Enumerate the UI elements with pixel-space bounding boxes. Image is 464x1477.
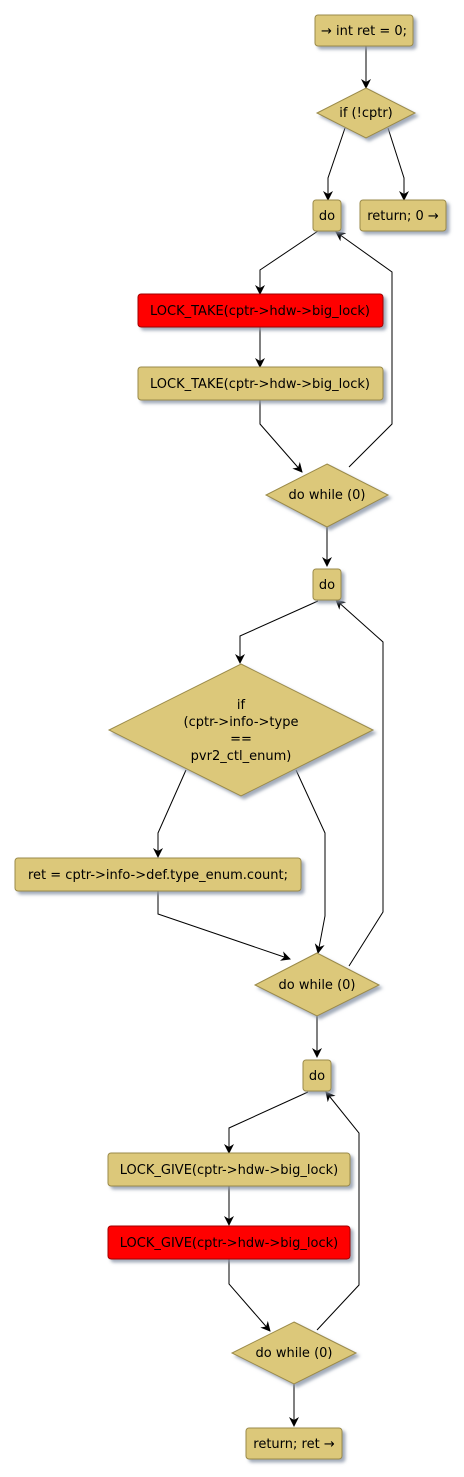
node-if-cptr-label: if (!cptr) [339, 106, 393, 121]
edge-iftype-to-dowhile2 [295, 769, 326, 954]
node-do-while-1-label: do while (0) [289, 488, 366, 503]
node-do-while-2-label: do while (0) [279, 978, 356, 993]
node-do-1-label: do [319, 209, 335, 224]
node-if-type-line4: pvr2_ctl_enum) [191, 749, 292, 764]
node-do-while-3-label: do while (0) [256, 1346, 333, 1361]
node-do-while-3: do while (0) [230, 1321, 358, 1385]
node-ret-assign-label: ret = cptr->info->def.type_enum.count; [28, 868, 288, 883]
node-lock-give-red-label: LOCK_GIVE(cptr->hdw->big_lock) [120, 1236, 338, 1251]
edge-dowhile3-loop-to-do3 [316, 1091, 360, 1331]
node-do-while-1: do while (0) [264, 463, 390, 528]
node-return-0: return; 0 → [359, 199, 447, 232]
node-do-1: do [312, 199, 342, 232]
node-return-0-label: return; 0 → [367, 209, 439, 224]
node-start: → int ret = 0; [314, 14, 414, 47]
edge-dowhile1-loop-to-do1 [335, 231, 393, 468]
node-lock-take-label: LOCK_TAKE(cptr->hdw->big_lock) [150, 377, 370, 392]
node-do-while-2: do while (0) [253, 952, 381, 1017]
node-lock-take-red-label: LOCK_TAKE(cptr->hdw->big_lock) [150, 304, 370, 319]
node-if-type-line3: == [230, 732, 252, 747]
node-if-type-line2: (cptr->info->type [184, 715, 299, 730]
node-lock-give-label: LOCK_GIVE(cptr->hdw->big_lock) [120, 1163, 338, 1178]
edge-iftype-to-retassign [153, 769, 187, 858]
edge-locktake-to-dowhile1 [259, 400, 303, 473]
edge-do3-to-lockgive [224, 1091, 309, 1154]
node-lock-take-red: LOCK_TAKE(cptr->hdw->big_lock) [137, 293, 384, 328]
node-do-3-label: do [309, 1069, 325, 1084]
nodes: → int ret = 0; if (!cptr) do return; 0 →… [14, 14, 447, 1460]
edge-if-to-do1 [323, 127, 346, 201]
node-do-2: do [312, 568, 342, 601]
edge-do1-to-locktake-red [255, 230, 319, 295]
node-lock-give-red: LOCK_GIVE(cptr->hdw->big_lock) [107, 1225, 351, 1260]
edges [153, 46, 409, 1427]
node-if-type-line1: if [237, 698, 246, 713]
node-start-label: → int ret = 0; [321, 24, 407, 39]
node-if-cptr: if (!cptr) [315, 87, 417, 139]
edge-if-to-return0 [387, 127, 409, 201]
node-ret-assign: ret = cptr->info->def.type_enum.count; [14, 857, 302, 892]
edge-dowhile2-loop-to-do2 [335, 599, 384, 967]
edge-do2-to-iftype [235, 600, 319, 664]
node-return-ret-label: return; ret → [253, 1437, 335, 1452]
node-return-ret: return; ret → [245, 1427, 343, 1460]
node-do-3: do [302, 1059, 332, 1092]
edge-retassign-to-dowhile2 [157, 891, 291, 961]
node-lock-take: LOCK_TAKE(cptr->hdw->big_lock) [137, 366, 384, 401]
node-lock-give: LOCK_GIVE(cptr->hdw->big_lock) [107, 1152, 351, 1187]
edge-lockgive-red-to-dowhile3 [228, 1259, 271, 1332]
node-if-type: if (cptr->info->type == pvr2_ctl_enum) [107, 663, 375, 797]
node-do-2-label: do [319, 578, 335, 593]
